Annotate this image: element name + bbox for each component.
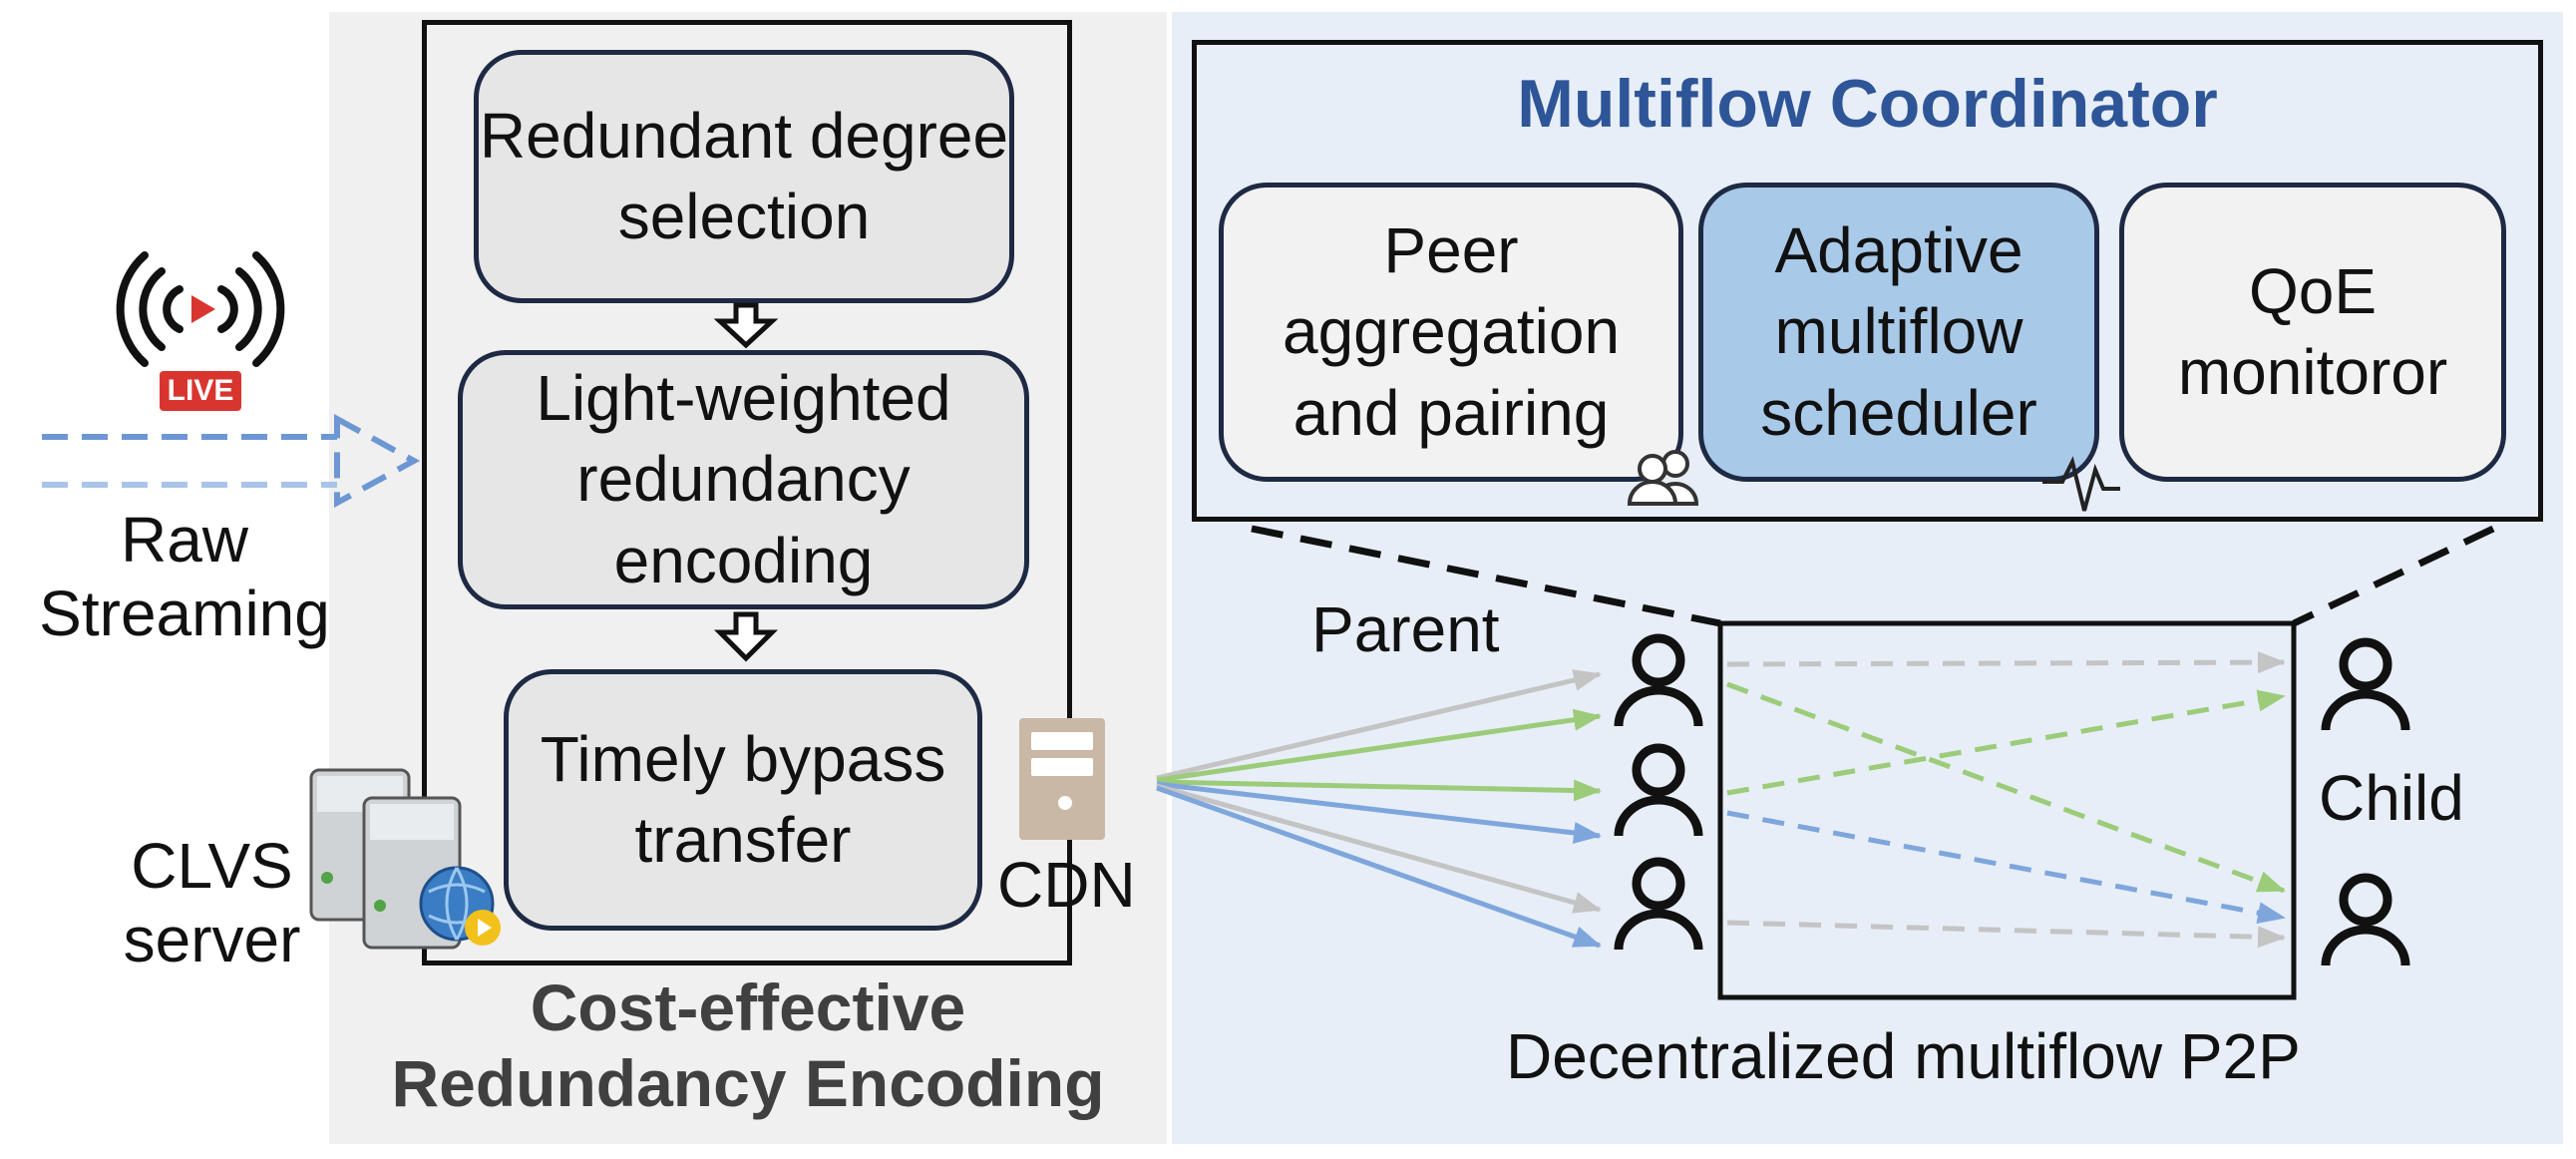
p2p-flows (1726, 651, 2286, 949)
p2p-frame (1717, 620, 2297, 1000)
encoding-module-frame (422, 20, 1072, 966)
group-icon (1627, 450, 1699, 506)
cdn-flows (1156, 669, 1602, 949)
redundancy-encoding-box: Light-weighted redundancy encoding (458, 350, 1029, 609)
step-label: Timely bypass transfer (540, 722, 946, 876)
streaming-line: Streaming (39, 577, 330, 649)
broadcast-icon (116, 251, 285, 367)
raw-streaming-label: Raw Streaming (0, 504, 369, 650)
module-label: QoE monitoror (2177, 254, 2448, 408)
server-icon (309, 768, 462, 950)
clvs-line: CLVS (131, 830, 293, 902)
live-badge-text: LIVE (167, 374, 234, 407)
step-label: Redundant degree selection (479, 99, 1009, 252)
child-label: Child (2319, 762, 2464, 834)
step-label: Light-weighted redundancy encoding (536, 362, 951, 596)
zoom-lines (1251, 525, 2495, 627)
pulse-icon (2042, 456, 2120, 512)
live-badge: LIVE (160, 371, 241, 411)
globe-icon (419, 866, 501, 946)
server-line: server (123, 903, 301, 975)
title-line-1: Cost-effective (530, 970, 966, 1044)
module-label: Adaptive multiflow scheduler (1760, 214, 2037, 449)
title-line-2: Redundancy Encoding (391, 1045, 1105, 1120)
bypass-transfer-box: Timely bypass transfer (504, 669, 982, 931)
step-arrow-icon (713, 302, 779, 662)
redundant-degree-selection-box: Redundant degree selection (474, 50, 1014, 303)
person-icon (2321, 637, 2410, 731)
coordinator-title: Multiflow Coordinator (1517, 66, 2218, 142)
person-icon (2321, 873, 2410, 966)
p2p-caption: Decentralized multiflow P2P (1506, 1020, 2301, 1092)
raw-stream-arrow (42, 413, 421, 509)
module-label: Peer aggregation and pairing (1282, 214, 1621, 449)
raw-line: Raw (120, 504, 249, 576)
cdn-label: CDN (997, 849, 1136, 921)
cdn-server-icon (1019, 718, 1105, 840)
coordinator-frame (1192, 40, 2543, 522)
qoe-monitor-box: QoE monitoror (2119, 183, 2506, 482)
parent-label: Parent (1311, 593, 1500, 665)
person-icon (1614, 743, 1703, 837)
person-icon (1614, 633, 1703, 727)
person-icon (1614, 857, 1703, 951)
multiflow-scheduler-box: Adaptive multiflow scheduler (1698, 183, 2099, 482)
peer-aggregation-box: Peer aggregation and pairing (1219, 183, 1683, 482)
clvs-server-label: CLVS server (100, 830, 324, 976)
left-panel-title: Cost-effective Redundancy Encoding (329, 970, 1167, 1122)
